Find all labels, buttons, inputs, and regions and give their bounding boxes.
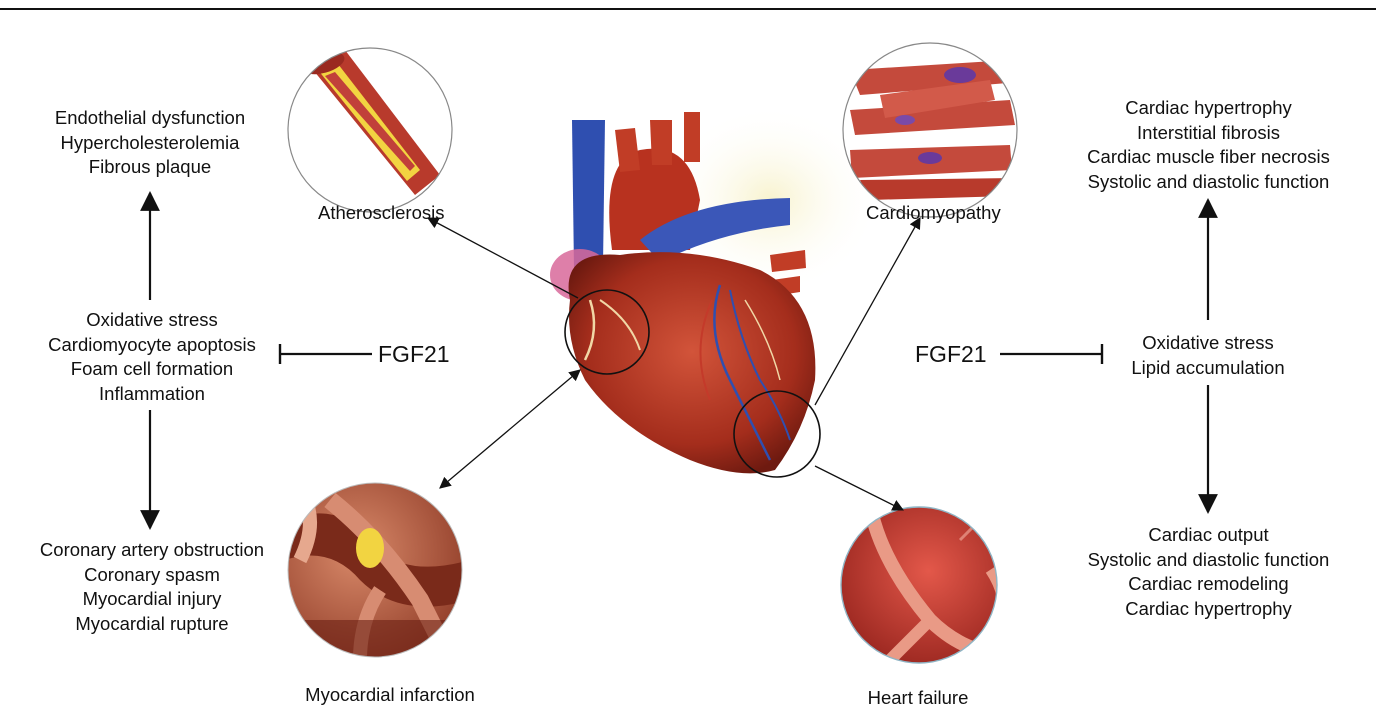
left-bottom-effect: Coronary artery obstruction bbox=[12, 538, 292, 563]
left-mechanism: Foam cell formation bbox=[22, 357, 282, 382]
right-bottom-effect: Cardiac remodeling bbox=[1066, 572, 1351, 597]
ventricle-icon bbox=[835, 500, 1005, 670]
right-bottom-effect: Cardiac output bbox=[1066, 523, 1351, 548]
left-mechanism: Oxidative stress bbox=[22, 308, 282, 333]
right-top-effect: Cardiac muscle fiber necrosis bbox=[1066, 145, 1351, 170]
left-fgf21-label: FGF21 bbox=[378, 341, 450, 367]
right-top-effect: Interstitial fibrosis bbox=[1066, 121, 1351, 146]
left-bottom-effects: Coronary artery obstruction Coronary spa… bbox=[12, 538, 292, 636]
left-top-effect: Endothelial dysfunction bbox=[30, 106, 270, 131]
left-mechanisms: Oxidative stress Cardiomyocyte apoptosis… bbox=[22, 308, 282, 406]
right-mechanisms: Oxidative stress Lipid accumulation bbox=[1098, 331, 1318, 380]
right-top-effect: Systolic and diastolic function bbox=[1066, 170, 1351, 195]
left-top-effects: Endothelial dysfunction Hypercholesterol… bbox=[30, 106, 270, 180]
myocardial-infarction-label: Myocardial infarction bbox=[305, 683, 475, 708]
atherosclerosis-vessel-icon bbox=[288, 48, 452, 212]
cardiomyopathy-label: Cardiomyopathy bbox=[866, 201, 996, 226]
arrow-to-heart-failure bbox=[815, 466, 903, 510]
right-fgf21-label: FGF21 bbox=[915, 341, 987, 367]
left-bottom-effect: Myocardial injury bbox=[12, 587, 292, 612]
right-mechanism: Lipid accumulation bbox=[1098, 356, 1318, 381]
right-bottom-effects: Cardiac output Systolic and diastolic fu… bbox=[1066, 523, 1351, 621]
heart-illustration bbox=[550, 105, 880, 473]
left-top-effect: Fibrous plaque bbox=[30, 155, 270, 180]
right-bottom-effect: Systolic and diastolic function bbox=[1066, 548, 1351, 573]
arrow-to-myocardial-infarction bbox=[440, 370, 580, 488]
cardiomyocyte-fibers-icon bbox=[843, 43, 1020, 217]
heart-failure-label: Heart failure bbox=[858, 686, 978, 711]
atherosclerosis-label: Atherosclerosis bbox=[318, 201, 428, 226]
right-bottom-effect: Cardiac hypertrophy bbox=[1066, 597, 1351, 622]
left-mechanism: Cardiomyocyte apoptosis bbox=[22, 333, 282, 358]
right-mechanism: Oxidative stress bbox=[1098, 331, 1318, 356]
arrow-to-atherosclerosis bbox=[428, 218, 578, 298]
left-top-effect: Hypercholesterolemia bbox=[30, 131, 270, 156]
left-mechanism: Inflammation bbox=[22, 382, 282, 407]
infarct-artery-icon bbox=[285, 480, 470, 660]
left-bottom-effect: Coronary spasm bbox=[12, 563, 292, 588]
right-top-effects: Cardiac hypertrophy Interstitial fibrosi… bbox=[1066, 96, 1351, 194]
right-top-effect: Cardiac hypertrophy bbox=[1066, 96, 1351, 121]
left-bottom-effect: Myocardial rupture bbox=[12, 612, 292, 637]
